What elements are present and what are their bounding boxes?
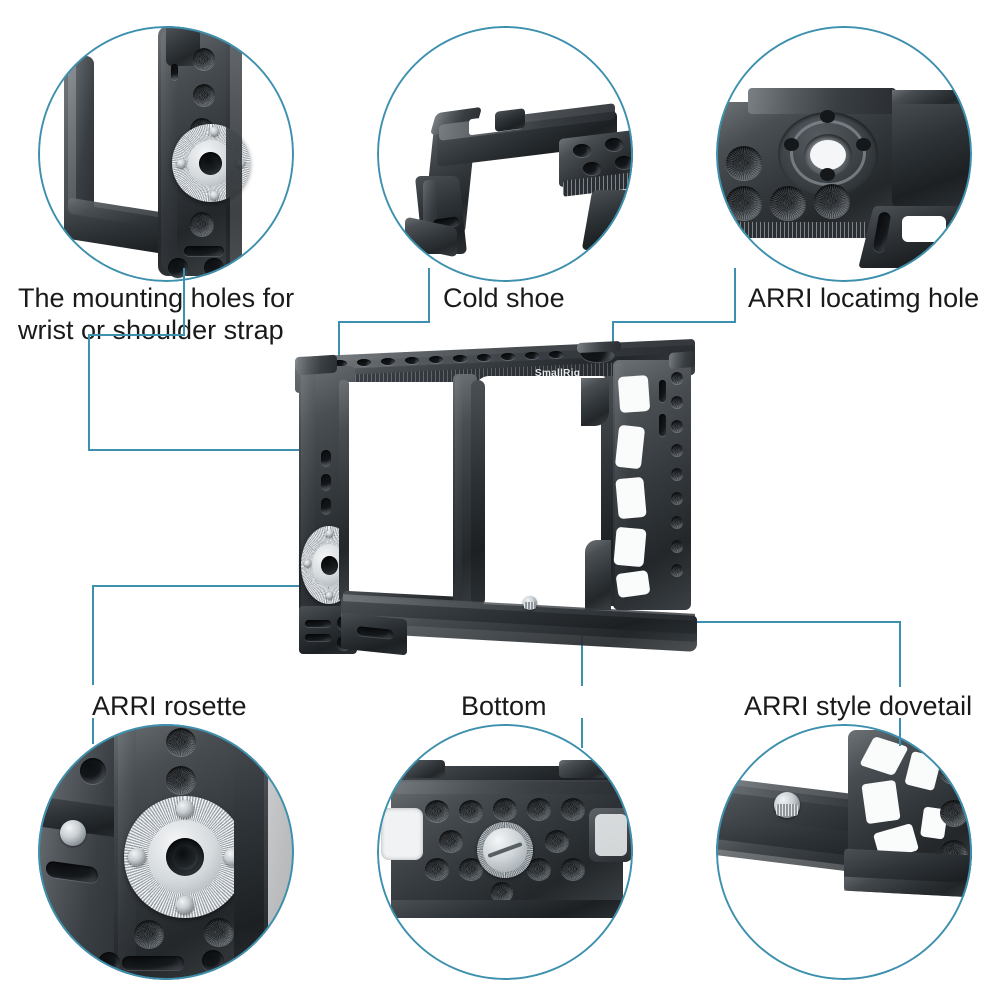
connector-mounting-holes-h2 [88,449,310,451]
connector-mounting-holes-v1 [183,268,185,334]
callout-image-arri-dovetail [716,724,972,980]
connector-dovetail-h1 [660,621,900,623]
label-cold-shoe: Cold shoe [443,283,565,313]
label-mounting-holes: The mounting holes for wrist or shoulder… [18,283,295,345]
label-arri-locating-hole: ARRI locatimg hole [748,283,980,313]
connector-mounting-holes-h1 [88,334,185,336]
label-arri-rosette: ARRI rosette [92,691,247,721]
callout-image-arri-rosette [38,724,294,980]
brand-label: SmallRig [535,368,581,379]
connector-cold-shoe-v1 [428,268,430,322]
label-bottom: Bottom [461,691,547,721]
connector-cold-shoe-h1 [338,321,430,323]
callout-image-cold-shoe [377,26,633,282]
callout-image-arri-locating-hole [716,26,972,282]
connector-arri-rosette-h1 [92,585,320,587]
label-arri-style-dovetail: ARRI style dovetail [744,691,973,721]
connector-arri-locating-v1 [734,268,736,323]
connector-arri-rosette-v1 [92,585,94,685]
connector-mounting-holes-v2 [88,334,90,450]
connector-bottom-v2 [581,718,583,748]
connector-arri-rosette-v2 [92,718,94,744]
callout-image-bottom-plate [377,724,633,980]
connector-dovetail-v1 [899,621,901,687]
callout-image-mounting-holes [38,26,294,282]
product-camera-cage: SmallRig [285,338,725,670]
connector-dovetail-v2 [899,718,901,746]
connector-bottom-v1 [581,620,583,686]
connector-cold-shoe-v2 [338,321,340,376]
connector-arri-locating-h1 [612,321,736,323]
connector-arri-locating-v2 [612,321,614,355]
